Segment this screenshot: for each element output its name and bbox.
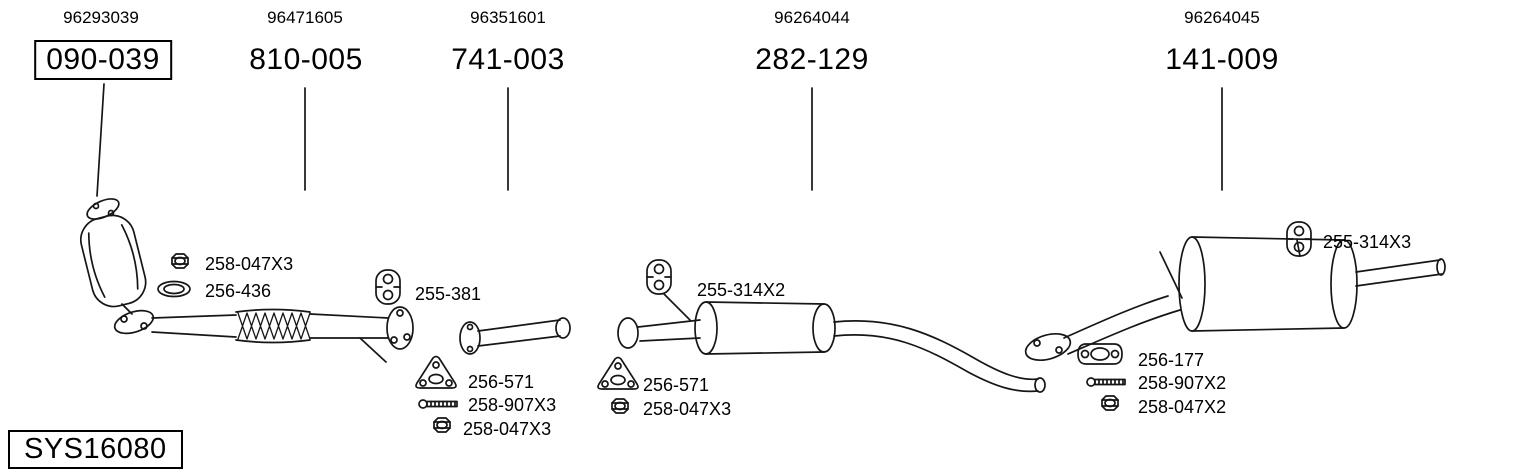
part-number-catalytic-converter: 090-039 (34, 40, 172, 80)
callout-center-hanger: 255-314X2 (697, 280, 786, 300)
callout-front-flange: 256-571 (468, 372, 535, 392)
rubber-hanger-icon (646, 259, 672, 295)
flange-gasket-icon (597, 356, 639, 390)
oe-ref-4: 96264044 (774, 8, 850, 27)
bolt-icon (1086, 377, 1126, 387)
callout-cat-nut: 258-047X3 (205, 254, 294, 274)
system-id: SYS16080 (8, 430, 183, 469)
front-flex-pipe-art (151, 306, 414, 363)
part-number-middle-pipe: 741-003 (451, 43, 565, 76)
callout-center-gasket: 256-571 (643, 375, 710, 395)
callout-front-bolt: 258-907X3 (468, 395, 557, 415)
nut-icon (171, 253, 189, 269)
rubber-hanger-icon (375, 269, 401, 305)
flex-braid (237, 312, 311, 340)
rear-muffler-art (1024, 236, 1446, 362)
gasket-ring-icon (157, 280, 191, 298)
nut-icon (433, 417, 451, 433)
oe-ref-5: 96264045 (1184, 8, 1260, 27)
callout-rear-bolt: 258-907X2 (1138, 373, 1227, 393)
middle-pipe-art (459, 317, 571, 355)
part-number-rear-muffler: 141-009 (1165, 43, 1279, 76)
callout-front-nut: 258-047X3 (463, 419, 552, 439)
part-number-front-pipe: 810-005 (249, 43, 363, 76)
callout-rear-hanger: 255-314X3 (1323, 232, 1412, 252)
callout-rear-gasket: 256-177 (1138, 350, 1205, 370)
callout-rear-nut: 258-047X2 (1138, 397, 1227, 417)
callout-center-nut: 258-047X3 (643, 399, 732, 419)
oe-ref-2: 96471605 (267, 8, 343, 27)
part-number-center-muffler: 282-129 (755, 43, 869, 76)
leader-lines (96, 83, 1223, 197)
center-muffler-art (617, 293, 1046, 393)
bolt-icon (418, 399, 458, 409)
callout-cat-gasket: 256-436 (205, 281, 272, 301)
flange-gasket-icon (415, 355, 457, 389)
nut-icon (1101, 395, 1119, 411)
oe-ref-1: 96293039 (63, 8, 139, 27)
oe-ref-3: 96351601 (470, 8, 546, 27)
catalytic-converter-art (79, 198, 155, 335)
callout-front-hanger: 255-381 (415, 284, 482, 304)
nut-icon (611, 398, 629, 414)
